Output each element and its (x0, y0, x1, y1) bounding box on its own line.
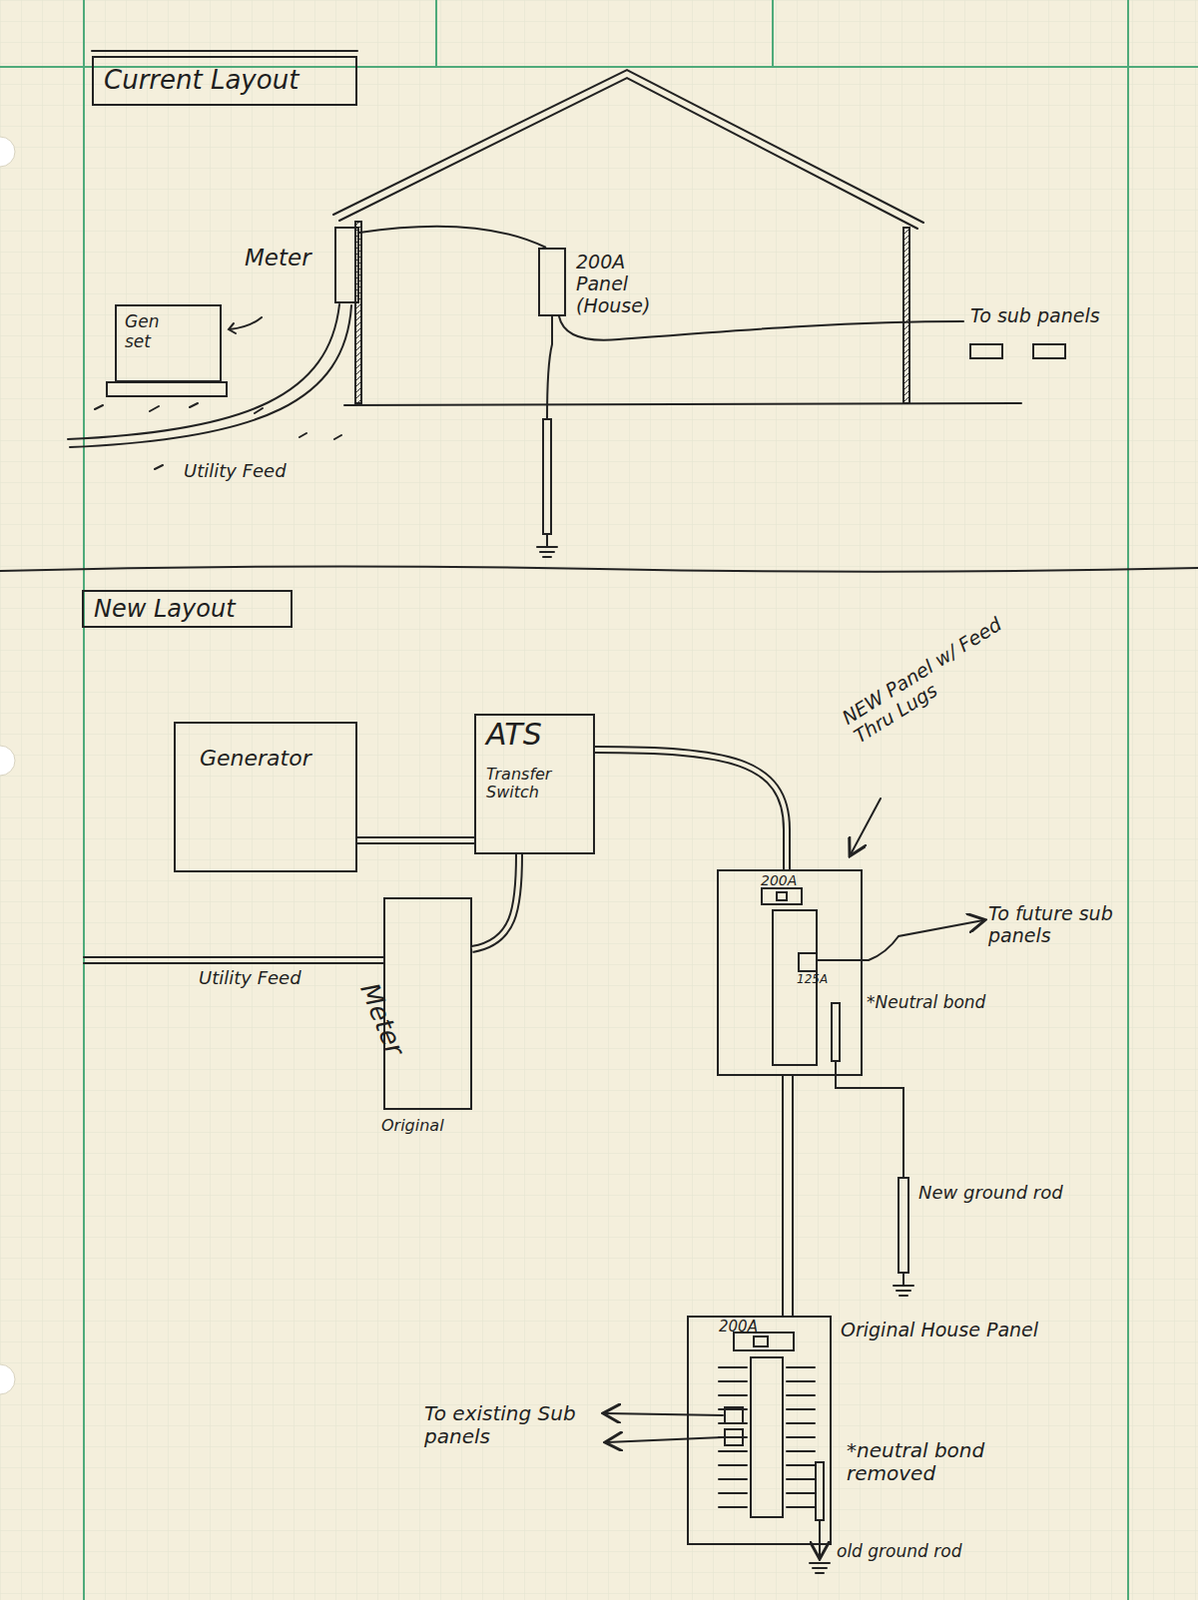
box-text: Transfer Switch (486, 765, 582, 803)
note-label: To existing Sub panels (424, 1402, 585, 1449)
wire-run (787, 1076, 789, 1316)
box-text: Original House Panel (840, 1319, 1131, 1342)
component-box: Gen set (114, 304, 222, 383)
component-box: New Layout (81, 590, 293, 628)
box-text: New Layout (93, 596, 236, 624)
component-box: MeterOriginal (383, 897, 473, 1111)
component-box: 200A 125A (716, 869, 863, 1077)
box-text: Meter (244, 244, 312, 271)
note-label: old ground rod (836, 1542, 962, 1563)
note-label: Utility Feed (183, 461, 287, 483)
component-box: Current Layout (91, 55, 358, 106)
component-box: ATS Transfer Switch (474, 713, 596, 855)
note-label: To sub panels (970, 305, 1101, 328)
note-label: *Neutral bond (866, 993, 986, 1014)
note-label: To future sub panels (988, 903, 1114, 948)
component-box: Generator (173, 721, 358, 873)
box-text: Current Layout (103, 65, 299, 96)
wire-run (359, 226, 547, 248)
box-text: 200A Panel (House) (576, 251, 676, 318)
box-text: Original (381, 1117, 445, 1136)
wire-run (472, 854, 520, 950)
box-text: 200A (760, 872, 797, 889)
component-box: Meter (334, 226, 360, 304)
note-label: New ground rod (918, 1183, 1064, 1204)
note-label: Utility Feed (198, 968, 302, 990)
box-text: ATS (486, 717, 543, 753)
box-text: 200A (718, 1318, 758, 1336)
component-box: 200AOriginal House Panel (686, 1315, 832, 1546)
wire-run (595, 749, 787, 870)
note-label: *neutral bond removed (846, 1439, 1027, 1486)
box-text: Gen set (124, 312, 185, 352)
wire-run (357, 840, 475, 842)
box-text: 125A (796, 973, 828, 988)
component-box: 200A Panel (House) (538, 247, 567, 317)
box-text: Generator (199, 745, 312, 771)
